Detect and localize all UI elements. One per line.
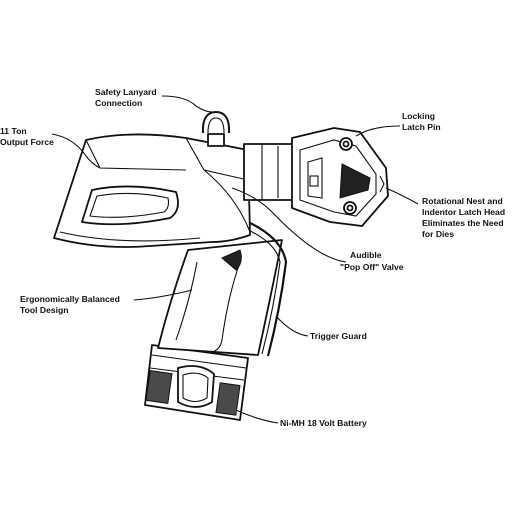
label-line: Output Force bbox=[0, 137, 54, 147]
tool-body bbox=[53, 133, 251, 248]
label-locking-latch-pin: Locking Latch Pin bbox=[402, 111, 441, 132]
label-line: Rotational Nest and bbox=[422, 196, 503, 206]
crimping-tool-illustration bbox=[53, 110, 389, 421]
leader-locking-latch bbox=[355, 125, 401, 137]
label-line: Eliminates the Need bbox=[422, 218, 504, 228]
leader-output-force bbox=[51, 133, 101, 169]
handle-grip bbox=[157, 239, 283, 356]
label-line: Tool Design bbox=[20, 305, 69, 315]
label-audible-valve: Audible "Pop Off" Valve bbox=[340, 250, 404, 272]
label-line: Connection bbox=[95, 98, 142, 108]
label-line: Trigger Guard bbox=[310, 331, 367, 341]
label-line: 11 Ton bbox=[0, 126, 27, 136]
label-ergonomic-design: Ergonomically Balanced Tool Design bbox=[20, 294, 122, 315]
label-trigger-guard: Trigger Guard bbox=[310, 331, 367, 341]
label-line: for Dies bbox=[422, 229, 454, 239]
cylinder-neck bbox=[243, 143, 295, 201]
label-line: Safety Lanyard bbox=[95, 87, 157, 97]
leader-ergonomic bbox=[133, 289, 193, 301]
label-output-force: 11 Ton Output Force bbox=[0, 126, 54, 147]
label-line: Ni-MH 18 Volt Battery bbox=[280, 418, 367, 428]
label-line: Audible bbox=[350, 250, 382, 260]
leader-lines bbox=[51, 95, 419, 424]
trigger-guard bbox=[247, 221, 288, 357]
label-line: Indentor Latch Head bbox=[422, 207, 505, 217]
label-line: "Pop Off" Valve bbox=[340, 262, 404, 272]
rotational-head bbox=[291, 127, 389, 227]
leader-trigger-guard bbox=[275, 315, 309, 337]
label-battery: Ni-MH 18 Volt Battery bbox=[280, 418, 367, 428]
leader-battery bbox=[235, 409, 279, 424]
label-line: Latch Pin bbox=[402, 122, 441, 132]
leader-rotational-nest bbox=[385, 187, 419, 205]
battery-pack bbox=[144, 344, 249, 421]
leader-safety-lanyard bbox=[161, 95, 213, 113]
label-rotational-nest: Rotational Nest and Indentor Latch Head … bbox=[422, 196, 507, 239]
safety-lanyard-ring bbox=[201, 110, 231, 147]
leader-audible-valve bbox=[231, 187, 347, 263]
label-line: Locking bbox=[402, 111, 435, 121]
label-safety-lanyard: Safety Lanyard Connection bbox=[95, 87, 159, 108]
label-line: Ergonomically Balanced bbox=[20, 294, 120, 304]
